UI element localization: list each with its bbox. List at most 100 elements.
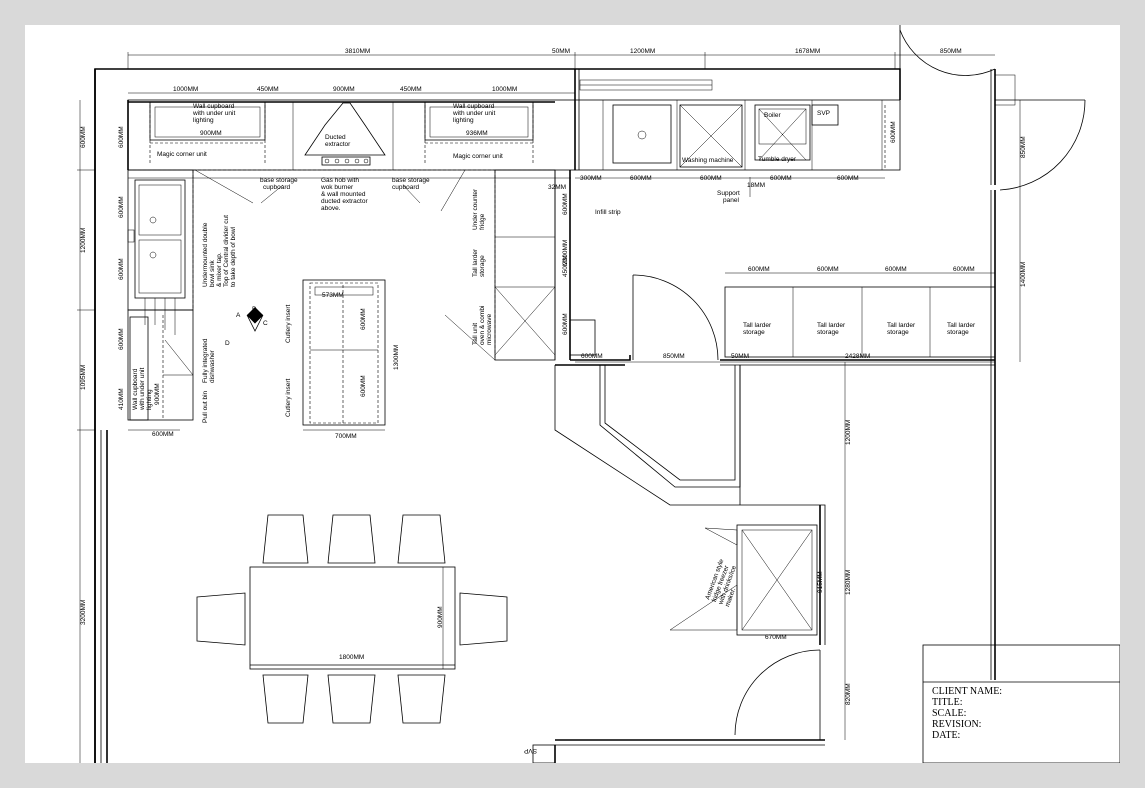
dim-600-q: 600MM: [152, 431, 174, 438]
dim-600-h: 600MM: [817, 266, 839, 273]
dim-1280: 1280MM: [845, 570, 852, 595]
label-base-storage-left: base storage cupboard: [260, 177, 299, 191]
dim-573: 573MM: [322, 292, 344, 299]
dim-50: 50MM: [552, 48, 570, 55]
compass-letter-a: A: [236, 312, 241, 319]
dim-1400: 1400MM: [1020, 262, 1027, 287]
dim-18: 18MM: [747, 182, 765, 189]
kitchen-island[interactable]: [302, 279, 386, 426]
dim-700: 700MM: [335, 433, 357, 440]
dim-600-f: 600MM: [118, 126, 125, 148]
dim-450-right: 450MM: [400, 86, 422, 93]
dim-850: 850MM: [940, 48, 962, 55]
dim-600-i: 600MM: [885, 266, 907, 273]
label-cutlery-insert-top: Cutlery insert: [285, 305, 292, 343]
label-sink-note: Undermounted double bowl sink & mixer ta…: [202, 213, 237, 287]
dimension-lines: [77, 52, 1021, 763]
label-boiler: Boiler: [764, 112, 781, 119]
label-support-panel: Support panel: [717, 190, 742, 204]
dim-1095: 1095MM: [80, 365, 87, 390]
label-ducted-extractor: Ducted extractor: [325, 134, 351, 148]
label-wall-cupboard-right: Wall cupboard with under unit lighting: [452, 103, 497, 124]
dimension-labels: 3810MM 50MM 1200MM 1678MM 850MM 1000MM 4…: [80, 48, 1027, 705]
label-washing-machine: Washing machine: [682, 157, 734, 164]
dim-1200-b: 1200MM: [80, 228, 87, 253]
dim-3200: 3200MM: [80, 600, 87, 625]
label-svp-bottom: SVP: [524, 747, 537, 754]
label-base-storage-right: base storage cupboard: [392, 177, 431, 191]
label-under-counter-fridge: Under counter fridge: [472, 187, 486, 230]
dim-450-left: 450MM: [257, 86, 279, 93]
dim-1000-left: 1000MM: [173, 86, 198, 93]
title-block-text: CLIENT NAME: TITLE: SCALE: REVISION: DAT…: [932, 686, 1002, 741]
tall-units-side: [444, 169, 631, 366]
dim-600-g: 600MM: [748, 266, 770, 273]
dim-2300: 2300MM: [562, 240, 569, 265]
dim-915: 915MM: [817, 571, 824, 593]
dim-670: 670MM: [765, 634, 787, 641]
label-cutlery-insert-bottom: Cutlery insert: [285, 379, 292, 417]
dim-936: 936MM: [466, 130, 488, 137]
dim-600-b: 600MM: [700, 175, 722, 182]
entrance-door[interactable]: [734, 649, 821, 740]
drawing-sheet: 3810MM 50MM 1200MM 1678MM 850MM 1000MM 4…: [25, 25, 1120, 763]
dim-600-tr: 600MM: [890, 121, 897, 143]
american-fridge-freezer[interactable]: [669, 524, 818, 636]
internal-door[interactable]: [632, 274, 719, 361]
label-wall-cupboard-side: Wall cupboard with under unit lighting: [132, 366, 153, 411]
dim-32: 32MM: [548, 184, 566, 191]
title-block-title: TITLE:: [932, 697, 963, 708]
dim-600-n: 600MM: [562, 193, 569, 215]
dim-410: 410MM: [118, 388, 125, 410]
label-tall-larder-4: Tall larder storage: [947, 322, 977, 336]
label-american-fridge: American style fridge freezer with drink…: [704, 557, 746, 609]
tall-larder-row: [720, 286, 996, 366]
dim-600-l: 600MM: [118, 196, 125, 218]
label-tall-larder-3: Tall larder storage: [887, 322, 917, 336]
compass-letter-c: C: [263, 320, 268, 327]
svp-box: [532, 744, 556, 763]
title-block-client-name: CLIENT NAME:: [932, 686, 1002, 697]
dim-850-door: 850MM: [663, 353, 685, 360]
dim-600-r: 600MM: [118, 328, 125, 350]
label-magic-corner-right: Magic corner unit: [453, 153, 503, 160]
dim-2428: 2428MM: [845, 353, 870, 360]
label-infill-strip: Infill strip: [595, 209, 621, 216]
dim-50-b: 50MM: [731, 353, 749, 360]
title-block-date: DATE:: [932, 730, 960, 741]
title-block: [922, 644, 1120, 763]
label-tall-larder-2: Tall larder storage: [817, 322, 847, 336]
dim-1300: 1300MM: [393, 345, 400, 370]
title-block-scale: SCALE:: [932, 708, 966, 719]
dim-900-c: 900MM: [154, 383, 161, 405]
dim-850-b: 850MM: [1020, 136, 1027, 158]
dim-600-c: 600MM: [770, 175, 792, 182]
dim-600-j: 600MM: [953, 266, 975, 273]
label-tumble-dryer: Tumble dryer: [758, 156, 797, 163]
dim-1800: 1800MM: [339, 654, 364, 661]
dim-820: 820MM: [845, 683, 852, 705]
label-tall-larder-side: Tall larder storage: [472, 247, 486, 277]
dining-chairs: [196, 514, 508, 724]
dim-3810: 3810MM: [345, 48, 370, 55]
dim-600-a: 600MM: [630, 175, 652, 182]
dim-300: 300MM: [580, 175, 602, 182]
label-gas-hob: Gas hob with wok burner & wall mounted d…: [320, 177, 369, 212]
garden-door[interactable]: [899, 25, 1086, 191]
top-counter-right: [574, 99, 901, 197]
dim-900-cupboard: 900MM: [200, 130, 222, 137]
dim-1200: 1200MM: [630, 48, 655, 55]
label-dishwasher: Fully integrated dishwasher: [202, 337, 216, 383]
dim-600-m: 600MM: [118, 258, 125, 280]
compass-letter-d: D: [225, 340, 230, 347]
label-tall-larder-1: Tall larder storage: [743, 322, 773, 336]
dim-600-k: 600MM: [581, 353, 603, 360]
dining-table[interactable]: [249, 566, 456, 670]
dim-600-s: 600MM: [562, 313, 569, 335]
dim-450-c: 450MM: [562, 255, 569, 277]
label-pull-out-bin: Pull out bin: [202, 390, 209, 423]
label-svp: SVP: [817, 110, 830, 117]
kitchen-floor-plan: 3810MM 50MM 1200MM 1678MM 850MM 1000MM 4…: [77, 25, 1120, 763]
label-tall-unit-oven: Tall unit oven & combi microwave: [472, 304, 493, 345]
dim-1200-c: 1200MM: [845, 420, 852, 445]
